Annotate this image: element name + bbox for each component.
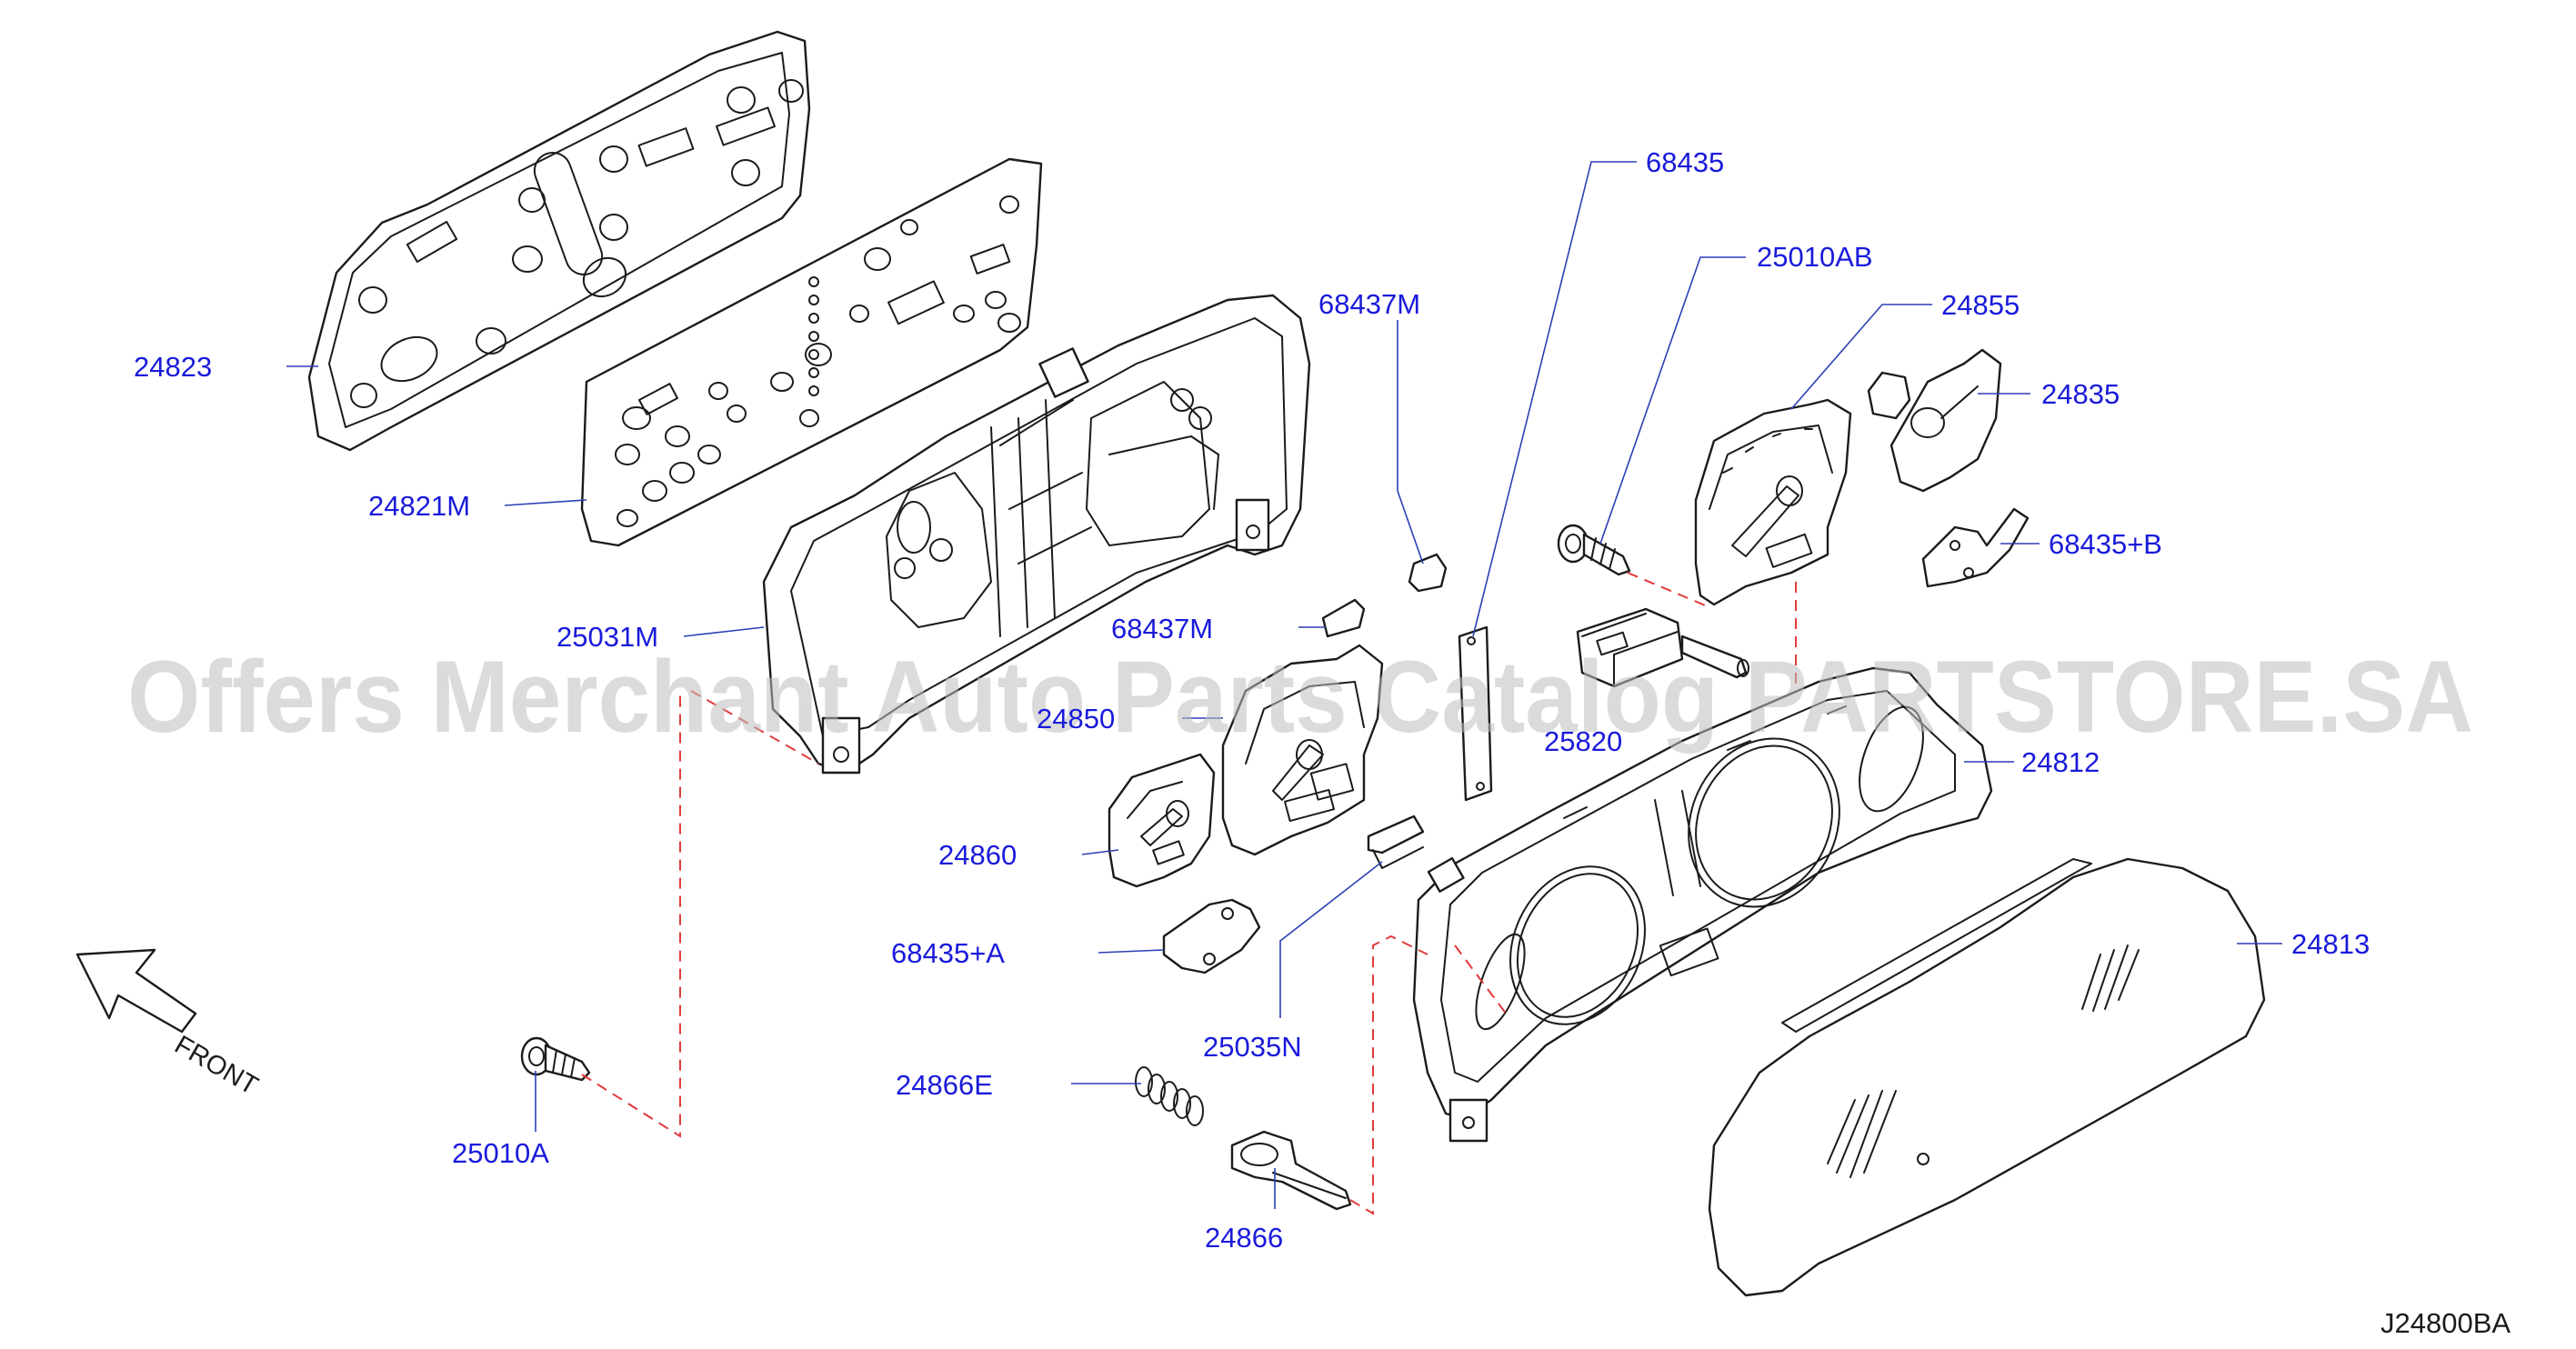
part-24855-tachometer-dial[interactable]: [1694, 398, 1852, 606]
label-25010A[interactable]: 25010A: [452, 1137, 549, 1169]
part-68435B-plate[interactable]: [1921, 507, 2030, 588]
front-label: FRONT: [170, 1030, 264, 1101]
indicator-dots-column: [808, 276, 819, 396]
label-24835[interactable]: 24835: [2041, 378, 2120, 410]
label-24821M[interactable]: 24821M: [368, 490, 470, 522]
label-25035N[interactable]: 25035N: [1203, 1031, 1302, 1063]
part-24821M-circuit[interactable]: [580, 157, 1043, 547]
part-labels: 24823 24821M 25031M 24850 24860 68435+A …: [134, 146, 2370, 1254]
front-arrow-icon: [75, 948, 197, 1034]
part-25820-switch[interactable]: [1576, 607, 1749, 688]
alignment-lines: [581, 572, 1797, 1215]
part-24823-board[interactable]: [307, 30, 811, 452]
label-68435B[interactable]: 68435+B: [2049, 528, 2162, 560]
label-24823[interactable]: 24823: [134, 351, 212, 383]
part-24860-gauge-dial[interactable]: [1108, 753, 1216, 888]
label-24855[interactable]: 24855: [1941, 289, 2020, 321]
label-24850[interactable]: 24850: [1037, 703, 1115, 734]
part-68435A-plate[interactable]: [1162, 898, 1261, 974]
diagram-code: J24800BA: [2381, 1307, 2511, 1339]
leader-lines: [286, 161, 2282, 1209]
part-25031M-housing[interactable]: [762, 294, 1311, 774]
part-24866-reset-knob[interactable]: [1230, 1130, 1352, 1211]
label-24866[interactable]: 24866: [1205, 1222, 1283, 1254]
label-25820[interactable]: 25820: [1544, 725, 1622, 757]
label-68435A[interactable]: 68435+A: [891, 937, 1005, 969]
part-24812-bezel[interactable]: [1412, 666, 1993, 1143]
part-68435-strip[interactable]: [1458, 625, 1493, 802]
part-68437M-pad-top[interactable]: [1408, 553, 1448, 593]
part-24866E-spring[interactable]: [1135, 1066, 1204, 1126]
label-68435[interactable]: 68435: [1646, 146, 1724, 178]
label-24812[interactable]: 24812: [2021, 746, 2100, 778]
label-68437M-top[interactable]: 68437M: [1318, 288, 1420, 320]
label-25031M[interactable]: 25031M: [556, 621, 658, 653]
part-24813-lens[interactable]: [1708, 857, 2266, 1297]
label-68437M-mid[interactable]: 68437M: [1111, 613, 1213, 645]
part-25010AB-screw[interactable]: [1557, 524, 1631, 576]
watermark-text: Offers Merchant Auto Parts Catalog PARTS…: [127, 640, 2473, 754]
part-25010A-screw[interactable]: [520, 1036, 591, 1082]
label-24813[interactable]: 24813: [2291, 928, 2370, 960]
part-68437M-pad-mid[interactable]: [1321, 598, 1366, 638]
label-24860[interactable]: 24860: [938, 839, 1017, 871]
label-24866E[interactable]: 24866E: [896, 1069, 993, 1101]
part-24850-speedometer-dial[interactable]: [1221, 644, 1384, 856]
part-24835-gauge[interactable]: [1867, 348, 2002, 493]
label-25010AB[interactable]: 25010AB: [1757, 241, 1873, 273]
part-25035N-pad[interactable]: [1367, 814, 1425, 869]
